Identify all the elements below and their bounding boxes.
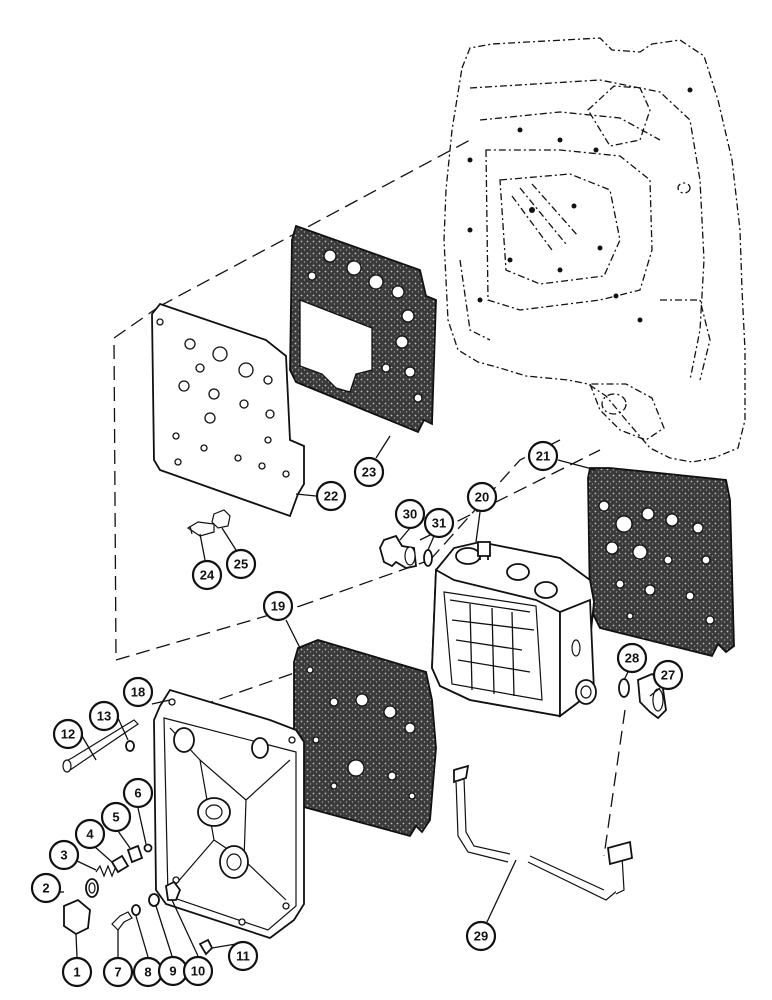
spool-4: [110, 854, 130, 874]
callout-30: 30: [394, 498, 426, 530]
callout-label-6: 6: [134, 786, 141, 801]
bolt-12: [62, 719, 139, 773]
callout-label-20: 20: [475, 490, 489, 505]
callout-19: 19: [262, 590, 294, 622]
washer-9: [148, 893, 160, 907]
callout-label-18: 18: [131, 685, 145, 700]
callout-label-3: 3: [60, 848, 67, 863]
callout-28: 28: [616, 642, 648, 674]
callout-29: 29: [465, 920, 497, 952]
callout-25: 25: [225, 548, 257, 580]
callout-label-2: 2: [42, 881, 49, 896]
callout-10: 10: [182, 955, 214, 987]
callout-label-7: 7: [114, 965, 121, 980]
callout-label-8: 8: [144, 965, 151, 980]
callout-21: 21: [527, 440, 559, 472]
callout-5: 5: [100, 801, 132, 833]
callout-label-5: 5: [112, 810, 119, 825]
nut-10: [165, 880, 182, 901]
nut-25: [211, 509, 231, 529]
o-ring-2: [85, 878, 99, 898]
end-cover-18: [153, 688, 305, 940]
callout-12: 12: [52, 718, 84, 750]
transmission-housing-phantom: [443, 37, 746, 463]
callout-label-9: 9: [169, 964, 176, 979]
callout-8: 8: [132, 956, 164, 988]
callout-13: 13: [88, 700, 120, 732]
callout-11: 11: [227, 940, 259, 972]
callout-27: 27: [652, 659, 684, 691]
callout-24: 24: [191, 559, 223, 591]
callout-23: 23: [353, 456, 385, 488]
callout-label-21: 21: [536, 449, 550, 464]
washer-8: [131, 904, 141, 916]
callout-22: 22: [315, 480, 347, 512]
callout-18: 18: [122, 676, 154, 708]
plug-1: [63, 898, 91, 936]
gasket-23: [289, 224, 437, 434]
callout-4: 4: [74, 818, 106, 850]
ball-6: [143, 843, 153, 853]
washer-13: [125, 740, 135, 752]
sleeve-5: [126, 844, 144, 864]
gasket-21: [587, 467, 735, 658]
callout-label-22: 22: [324, 489, 338, 504]
callout-7: 7: [102, 956, 134, 988]
valve-body-20: [431, 541, 597, 718]
callout-3: 3: [48, 839, 80, 871]
callout-label-23: 23: [362, 465, 376, 480]
callout-label-30: 30: [403, 507, 417, 522]
callout-1: 1: [61, 956, 93, 988]
screw-7: [111, 911, 133, 931]
callout-label-12: 12: [61, 727, 75, 742]
gasket-19: [293, 639, 437, 838]
callout-label-27: 27: [661, 668, 675, 683]
callout-label-19: 19: [271, 599, 285, 614]
oil-tube-29: [453, 764, 633, 901]
o-ring-31: [423, 549, 433, 567]
elbow-fitting-30: [379, 534, 417, 569]
bolt-24: [186, 521, 215, 537]
callout-label-29: 29: [474, 929, 488, 944]
o-ring-28: [618, 678, 630, 698]
callout-label-13: 13: [97, 709, 111, 724]
callout-9: 9: [157, 955, 189, 987]
callout-20: 20: [466, 481, 498, 513]
leader-lines: [58, 435, 661, 958]
callout-label-4: 4: [86, 827, 94, 842]
plug-11: [198, 938, 214, 956]
callout-31: 31: [423, 507, 455, 539]
callout-label-10: 10: [191, 964, 205, 979]
callout-label-28: 28: [625, 651, 639, 666]
callout-label-11: 11: [236, 949, 250, 964]
callout-label-24: 24: [200, 568, 215, 583]
callout-2: 2: [30, 872, 62, 904]
callout-label-1: 1: [73, 965, 80, 980]
separator-plate-22: [151, 302, 305, 518]
callout-6: 6: [122, 777, 154, 809]
callout-label-31: 31: [432, 516, 446, 531]
callout-label-25: 25: [234, 557, 248, 572]
